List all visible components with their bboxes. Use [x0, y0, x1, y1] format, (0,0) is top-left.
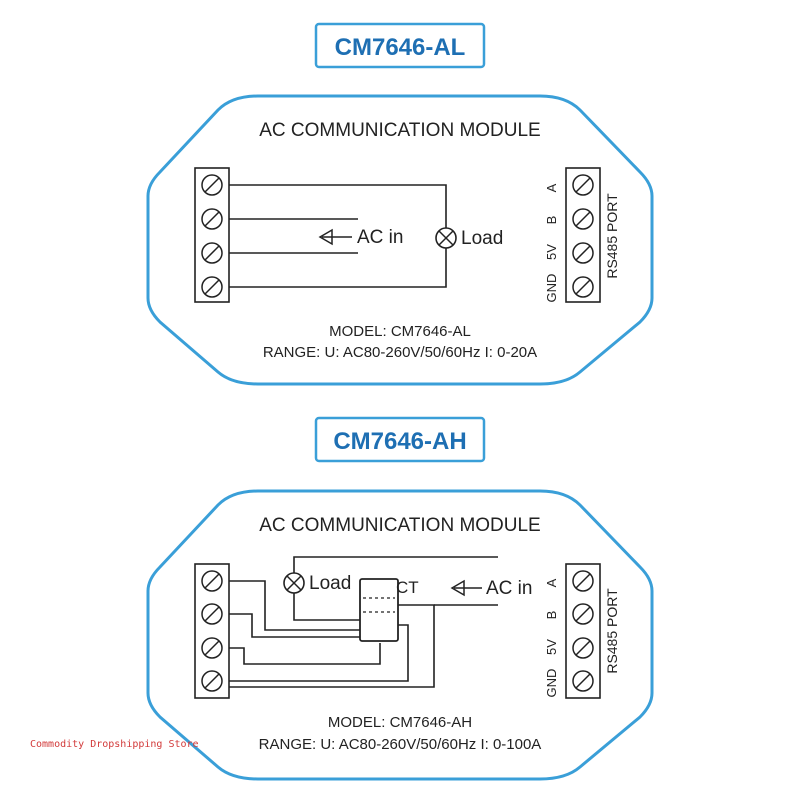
ct-label-ah: CT [396, 578, 419, 597]
rs485-pin-labels-al: A B 5V GND [544, 183, 559, 302]
ac-in-arrow-icon [450, 579, 482, 597]
range-line-ah: RANGE: U: AC80-260V/50/60Hz I: 0-100A [259, 736, 542, 753]
pin-label-b: B [544, 216, 559, 225]
model-line-ah: MODEL: CM7646-AH [328, 714, 472, 731]
screw-terminal-icon [201, 603, 223, 625]
load-lamp-icon [435, 227, 457, 249]
screw-terminal-icon [572, 208, 594, 230]
screw-terminal-icon [572, 570, 594, 592]
ac-in-arrow-icon [318, 228, 352, 246]
load-label-al: Load [461, 228, 503, 249]
module-ah: CM7646-AH AC COMMUNICATION MODULE [146, 416, 654, 781]
rs485-port-label-ah: RS485 PORT [604, 588, 620, 674]
screw-terminal-icon [201, 242, 223, 264]
screw-terminal-icon [201, 670, 223, 692]
pin-label-b: B [544, 611, 559, 620]
rs485-port-label-al: RS485 PORT [604, 193, 620, 279]
screw-terminal-icon [201, 276, 223, 298]
pin-label-a: A [544, 183, 559, 192]
ac-in-label-al: AC in [357, 227, 403, 248]
pin-label-5v: 5V [544, 639, 559, 655]
screw-terminal-icon [572, 637, 594, 659]
store-watermark: Commodity Dropshipping Store [30, 739, 199, 750]
terminal-block-left-al [194, 167, 230, 303]
screw-terminal-icon [201, 208, 223, 230]
model-line-al: MODEL: CM7646-AL [329, 323, 471, 340]
module-outline-al [146, 94, 654, 386]
model-title-al: CM7646-AL [335, 34, 466, 61]
range-line-al: RANGE: U: AC80-260V/50/60Hz I: 0-20A [263, 344, 537, 361]
screw-terminal-icon [572, 603, 594, 625]
terminal-block-right-al [565, 167, 601, 303]
load-label-ah: Load [309, 573, 351, 594]
module-outline-ah [146, 489, 654, 781]
model-title-box-ah: CM7646-AH [314, 416, 486, 463]
screw-terminal-icon [201, 570, 223, 592]
wiring-ah [229, 556, 498, 688]
screw-terminal-icon [572, 276, 594, 298]
module-al: CM7646-AL AC COMMUNICATION MODULE AC in [146, 22, 654, 386]
wiring-al [229, 184, 447, 288]
pin-label-a: A [544, 578, 559, 587]
module-heading-al: AC COMMUNICATION MODULE [259, 120, 540, 141]
pin-label-gnd: GND [544, 669, 559, 698]
screw-terminal-icon [201, 174, 223, 196]
terminal-block-left-ah [194, 563, 230, 699]
pin-label-5v: 5V [544, 244, 559, 260]
pin-label-gnd: GND [544, 274, 559, 303]
rs485-pin-labels-ah: A B 5V GND [544, 578, 559, 697]
screw-terminal-icon [572, 242, 594, 264]
screw-terminal-icon [201, 637, 223, 659]
load-lamp-icon [283, 572, 305, 594]
screw-terminal-icon [572, 174, 594, 196]
model-title-box-al: CM7646-AL [314, 22, 486, 69]
terminal-block-right-ah [565, 563, 601, 699]
current-transformer-icon [359, 578, 399, 642]
screw-terminal-icon [572, 670, 594, 692]
module-heading-ah: AC COMMUNICATION MODULE [259, 515, 540, 536]
ac-in-label-ah: AC in [486, 578, 532, 599]
model-title-ah: CM7646-AH [333, 428, 466, 455]
